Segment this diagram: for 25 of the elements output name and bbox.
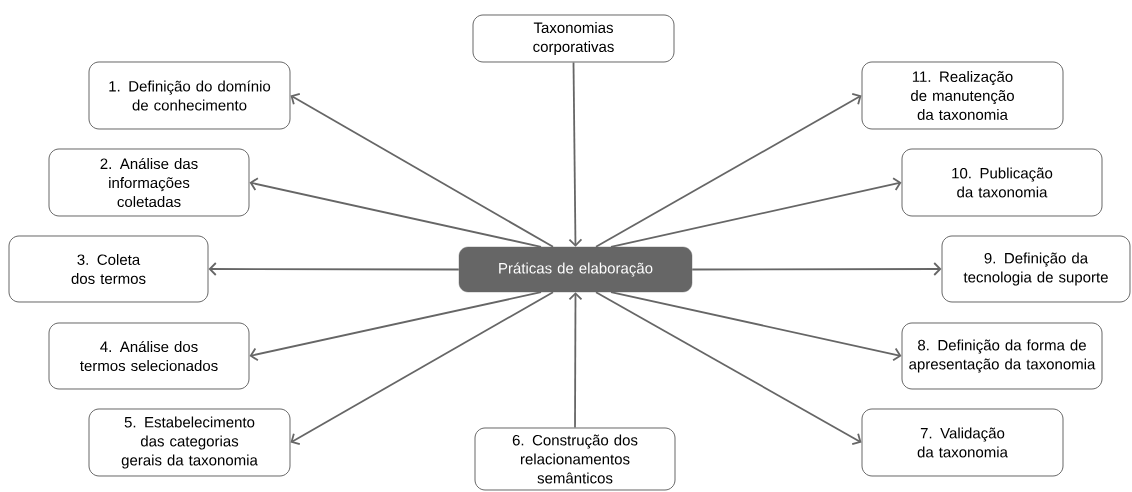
arrow xyxy=(610,177,902,248)
process-box: 3. Coleta dos termos xyxy=(8,235,209,303)
arrow xyxy=(568,61,583,247)
process-box: 9. Definição da tecnologia de suporte xyxy=(941,235,1131,303)
process-box: 11. Realização de manutenção da taxonomia xyxy=(861,61,1064,130)
process-box: 8. Definição da forma de apresentação da taxonomia xyxy=(901,322,1103,390)
process-box: 5. Estabelecimento das categorias gerais da taxonomia xyxy=(88,408,291,477)
arrow xyxy=(595,291,862,446)
process-box: 1. Definição do domínio de conhecimento xyxy=(88,61,291,130)
arrow xyxy=(610,291,902,362)
arrow xyxy=(568,292,583,429)
arrow xyxy=(691,262,942,276)
arrow xyxy=(290,93,554,248)
process-box: 6. Construção dos relacionamentos semânticos xyxy=(474,427,676,491)
process-box: Taxonomias corporativas xyxy=(472,14,675,63)
arrow xyxy=(595,92,862,248)
arrow xyxy=(208,262,460,276)
arrow xyxy=(249,291,542,362)
process-box: 10. Publicação da taxonomia xyxy=(901,148,1103,217)
arrow xyxy=(290,291,554,445)
arrow xyxy=(249,177,542,248)
central-box: Práticas de elaboração xyxy=(458,246,693,293)
process-box: 7. Validação da taxonomia xyxy=(861,408,1064,477)
process-box: 4. Análise dos termos selecionados xyxy=(48,322,250,390)
process-box: 2. Análise das informações coletadas xyxy=(48,148,250,217)
